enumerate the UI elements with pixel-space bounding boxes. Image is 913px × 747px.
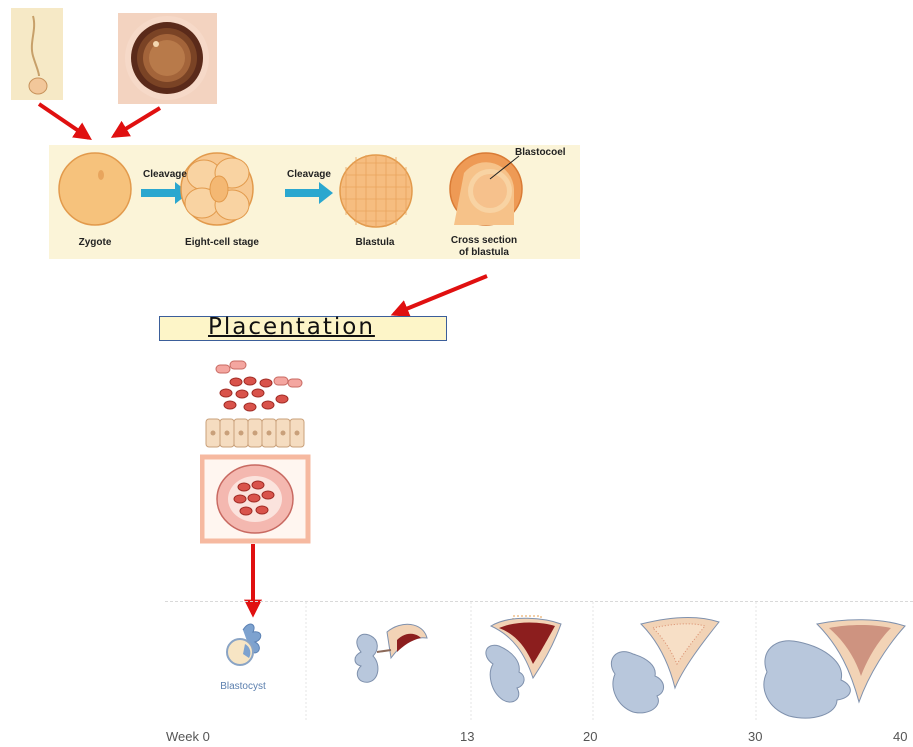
blastula-label: Blastula: [339, 237, 411, 248]
fetal-timeline: Blastocyst: [165, 601, 913, 720]
placenta-tissue-illustration: [200, 355, 312, 545]
cleavage-label-1: Cleavage: [137, 169, 193, 180]
week-label-13: 13: [460, 729, 474, 744]
blastula-cross-section: [450, 153, 522, 225]
cleavage-label-2: Cleavage: [281, 169, 337, 180]
fetus-week-16: [486, 616, 561, 702]
egg-to-zygote-arrow: [114, 108, 160, 136]
zygote-cell: [59, 153, 131, 225]
week-label-0: Week 0: [166, 729, 210, 744]
zygote-label: Zygote: [55, 237, 135, 248]
placentation-box: Placentation: [159, 316, 447, 341]
week-label-40: 40: [893, 729, 907, 744]
blastocyst-drawing: [227, 624, 261, 665]
embryo-week-8: [355, 624, 427, 682]
cleavage-diagram: Cleavage Cleavage Zygote Eight-cell stag…: [49, 145, 580, 259]
placentation-title: Placentation: [208, 314, 375, 340]
eight-cell-embryo: [181, 153, 253, 225]
sperm-to-zygote-arrow: [39, 104, 89, 138]
blastula-to-placentation-arrow: [394, 276, 487, 314]
cleavage-arrow-2: [285, 182, 333, 204]
fetus-week-35: [764, 620, 905, 718]
blastocyst-label: Blastocyst: [215, 681, 271, 692]
fetus-week-25: [611, 618, 719, 713]
eight-cell-label: Eight-cell stage: [177, 237, 267, 248]
blastula: [340, 155, 412, 227]
week-label-20: 20: [583, 729, 597, 744]
cross-section-label-line2: of blastula: [439, 247, 529, 258]
blastocoel-label: Blastocoel: [515, 147, 579, 158]
week-label-30: 30: [748, 729, 762, 744]
cross-section-label-line1: Cross section: [439, 235, 529, 246]
